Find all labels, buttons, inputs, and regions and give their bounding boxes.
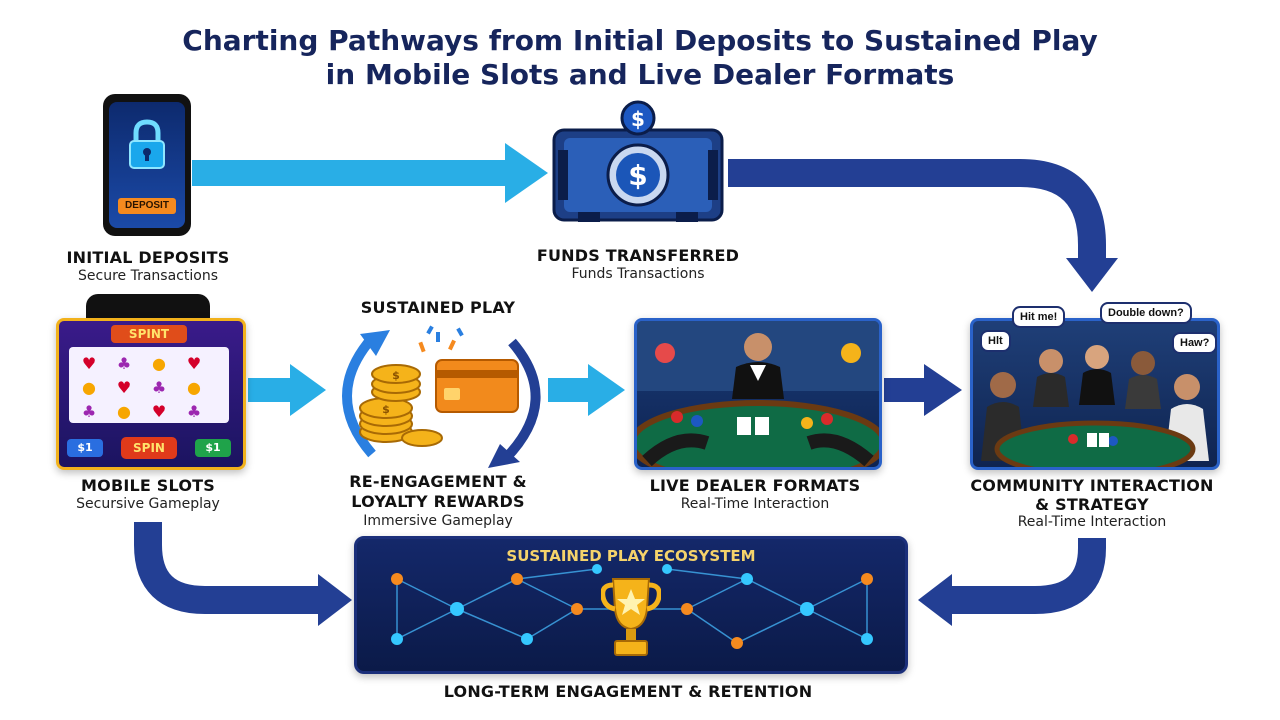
initial-deposits-label: INITIAL DEPOSITS	[66, 248, 230, 267]
live-dealer-label: LIVE DEALER FORMATS	[649, 476, 861, 495]
page-title-line2: in Mobile Slots and Live Dealer Formats	[325, 58, 955, 91]
community-label-line1: COMMUNITY INTERACTION	[970, 476, 1214, 495]
network-icon	[391, 564, 873, 649]
coins-icon: $ $	[359, 364, 443, 447]
speech-bubble-1: Hit me!	[1012, 306, 1066, 328]
trophy-icon	[601, 578, 661, 656]
svg-text:♥: ♥	[187, 354, 201, 373]
slot-right-button[interactable]: $1	[195, 439, 231, 457]
svg-text:♣: ♣	[82, 402, 96, 421]
credit-card-icon	[435, 359, 519, 413]
arrow-funds-to-community	[728, 159, 1118, 292]
speech-bubble-3: Hlt	[980, 330, 1011, 352]
arrow-community-to-ecosystem	[918, 538, 1106, 626]
svg-text:●: ●	[152, 354, 166, 373]
ecosystem-header: SUSTAINED PLAY ECOSYSTEM	[506, 547, 756, 565]
svg-text:●: ●	[82, 378, 96, 397]
ecosystem-panel: SUSTAINED PLAY ECOSYSTEM	[354, 536, 908, 674]
svg-text:●: ●	[187, 378, 201, 397]
arrow-slots-to-ecosystem	[134, 522, 352, 626]
svg-text:$: $	[392, 369, 400, 382]
community-sub: Real-Time Interaction	[1017, 514, 1167, 530]
dollar-safe-icon: $ $	[548, 100, 728, 230]
sustained-play-header: SUSTAINED PLAY	[360, 298, 516, 317]
funds-transferred-sub: Funds Transactions	[571, 266, 705, 282]
svg-text:♥: ♥	[82, 354, 96, 373]
svg-text:$: $	[631, 107, 645, 131]
sustained-label-line1: RE-ENGAGEMENT &	[349, 472, 527, 491]
slot-reels: ♥ ♣ ● ♥ ● ♥ ♣ ● ♣ ● ♥ ♣	[69, 347, 229, 423]
sustained-label-line2: LOYALTY REWARDS	[351, 492, 525, 511]
page-title: Charting Pathways from Initial Deposits …	[182, 24, 1098, 57]
live-dealer-illustration	[634, 318, 882, 470]
arrow-deposit-to-funds	[192, 143, 548, 203]
sustained-sub: Immersive Gameplay	[363, 513, 513, 529]
mobile-slots-label: MOBILE SLOTS	[81, 476, 215, 495]
slot-marquee: SPINT	[111, 325, 187, 343]
slot-machine-illustration: SPINT ♥ ♣ ● ♥ ● ♥ ♣ ● ♣ ● ♥ ♣ $1 SPIN $1	[56, 318, 246, 470]
slot-left-button[interactable]: $1	[67, 439, 103, 457]
deposit-button[interactable]: DEPOSIT	[118, 198, 176, 214]
arrow-slots-to-sustained	[248, 364, 326, 416]
arrow-live-to-community	[884, 364, 962, 416]
initial-deposits-sub: Secure Transactions	[78, 268, 218, 284]
svg-text:♥: ♥	[117, 378, 131, 397]
svg-text:●: ●	[117, 402, 131, 421]
speech-bubble-2: Double down?	[1100, 302, 1192, 324]
lock-icon	[129, 119, 165, 169]
svg-text:♣: ♣	[187, 402, 201, 421]
svg-text:$: $	[382, 403, 390, 416]
speech-bubble-4: Haw?	[1172, 332, 1218, 354]
confetti-icon	[418, 325, 464, 353]
phone-deposit-illustration: DEPOSIT	[103, 94, 191, 236]
community-illustration	[970, 318, 1220, 470]
live-dealer-sub: Real-Time Interaction	[680, 496, 830, 512]
svg-text:♣: ♣	[152, 378, 166, 397]
community-label-line2: & STRATEGY	[1035, 495, 1149, 514]
svg-text:♣: ♣	[117, 354, 131, 373]
arrow-sustained-to-live	[548, 364, 625, 416]
svg-text:♥: ♥	[152, 402, 166, 421]
ecosystem-footer: LONG-TERM ENGAGEMENT & RETENTION	[443, 682, 813, 701]
spin-button[interactable]: SPIN	[121, 437, 177, 459]
svg-text:$: $	[628, 159, 647, 192]
funds-transferred-label: FUNDS TRANSFERRED	[536, 246, 740, 265]
mobile-slots-sub: Secursive Gameplay	[76, 496, 220, 512]
